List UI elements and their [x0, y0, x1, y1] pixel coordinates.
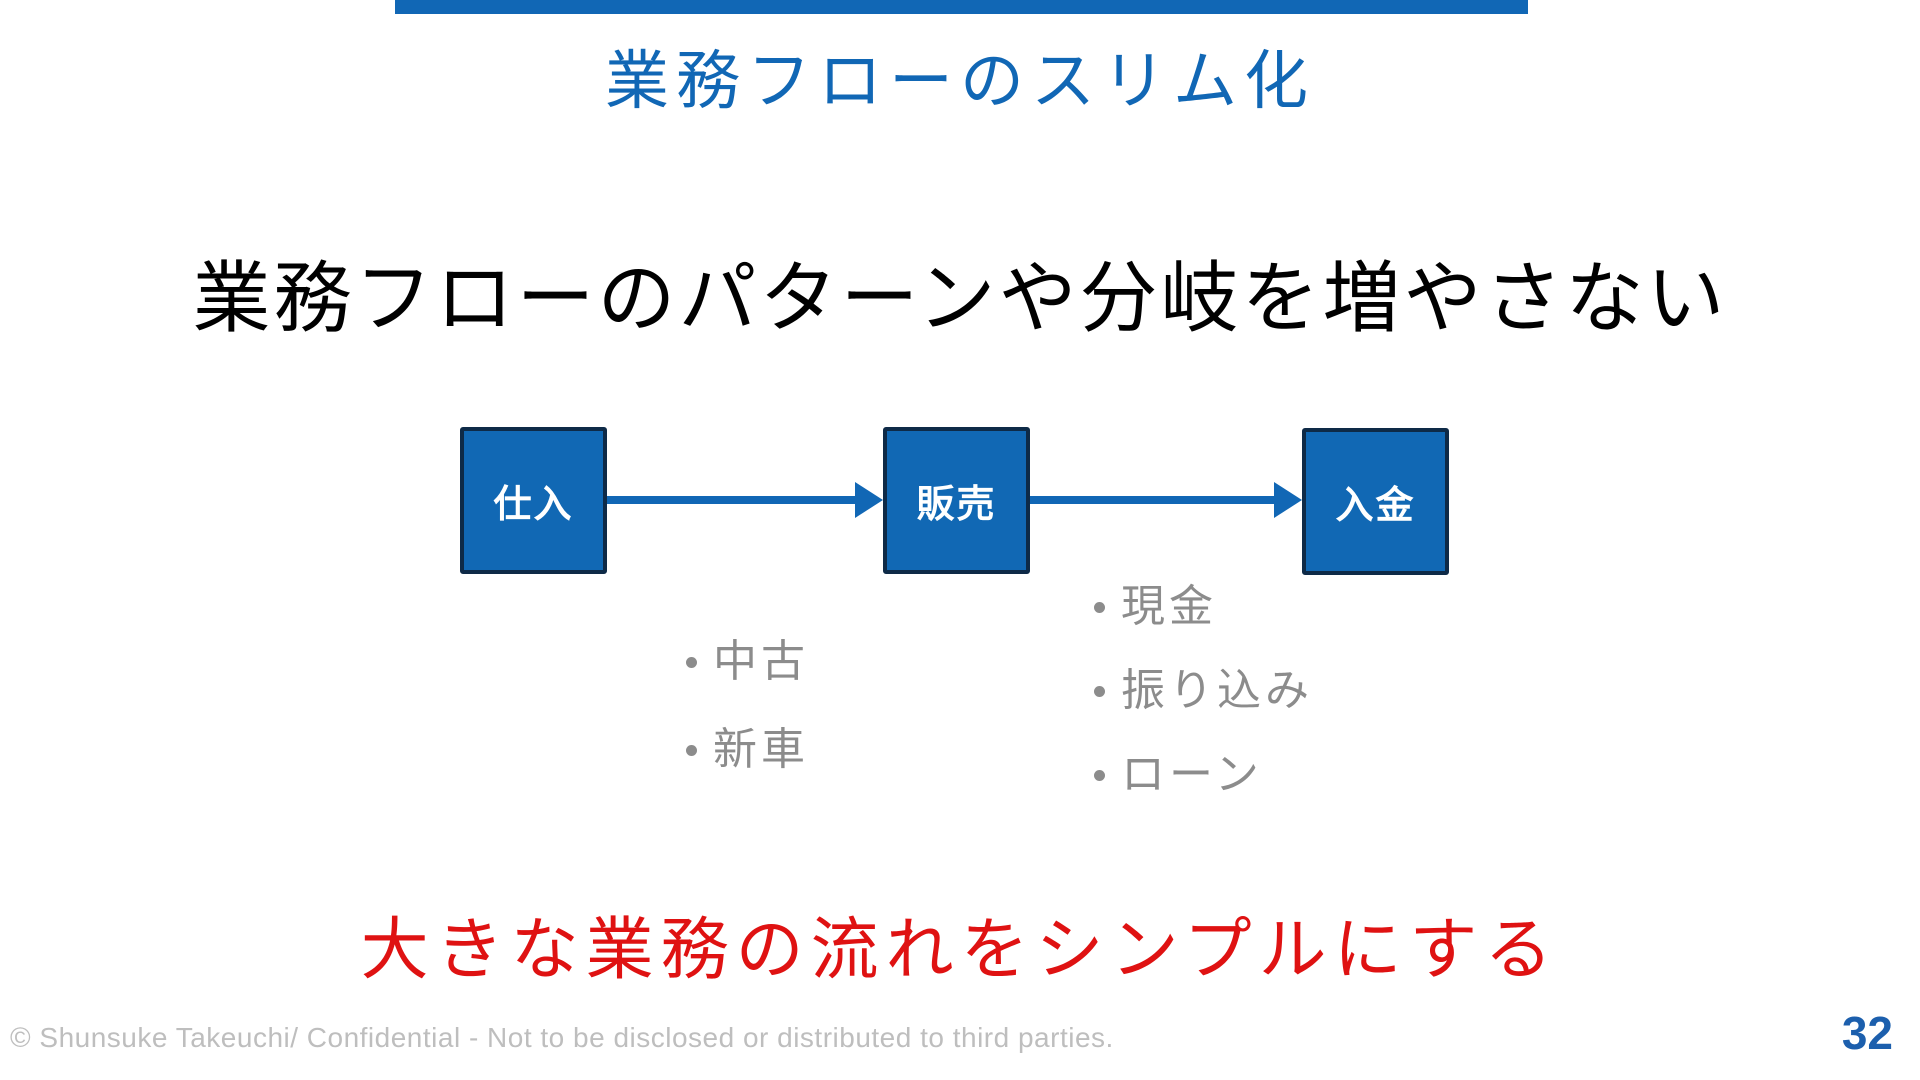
flow-node-sales: 販売 [883, 427, 1030, 574]
arrow-head-icon [1274, 482, 1302, 518]
list-item-label: 新車 [713, 725, 809, 774]
bullet-dot-icon [1094, 685, 1105, 697]
main-heading: 業務フローのパターンや分岐を増やさない [192, 254, 1728, 342]
arrow-head-icon [855, 482, 883, 518]
footer-copyright: © Shunsuke Takeuchi/ Confidential - Not … [10, 1022, 1114, 1053]
slide-title: 業務フローのスリム化 [605, 45, 1315, 117]
list-item-label: 中古 [713, 637, 809, 686]
list-item-label: 振り込み [1121, 666, 1313, 715]
conclusion-text: 大きな業務の流れをシンプルにする [360, 912, 1560, 988]
flow-node-sales-label: 販売 [916, 484, 997, 526]
list-item: 中古 [686, 640, 809, 684]
flow-node-purchase: 仕入 [460, 427, 607, 574]
arrow-line [607, 496, 857, 504]
list-item-label: ローン [1121, 750, 1263, 799]
flow-node-purchase-label: 仕入 [493, 484, 574, 526]
payment-methods-list: 現金 振り込み ローン [1094, 585, 1313, 797]
top-accent-bar [395, 0, 1528, 14]
sales-options-list: 中古 新車 [686, 640, 809, 772]
flow-node-deposit: 入金 [1302, 428, 1449, 575]
arrow-line [1030, 496, 1276, 504]
page-number: 32 [1841, 1007, 1893, 1059]
list-item: ローン [1094, 753, 1313, 797]
flow-node-deposit-label: 入金 [1335, 485, 1416, 527]
bullet-dot-icon [1094, 769, 1105, 781]
bullet-dot-icon [686, 656, 697, 668]
arrow-purchase-to-sales [607, 482, 883, 518]
list-item-label: 現金 [1121, 582, 1217, 631]
list-item: 振り込み [1094, 669, 1313, 713]
arrow-sales-to-deposit [1030, 482, 1302, 518]
bullet-dot-icon [686, 744, 697, 756]
bullet-dot-icon [1094, 601, 1105, 613]
list-item: 現金 [1094, 585, 1313, 629]
list-item: 新車 [686, 728, 809, 772]
